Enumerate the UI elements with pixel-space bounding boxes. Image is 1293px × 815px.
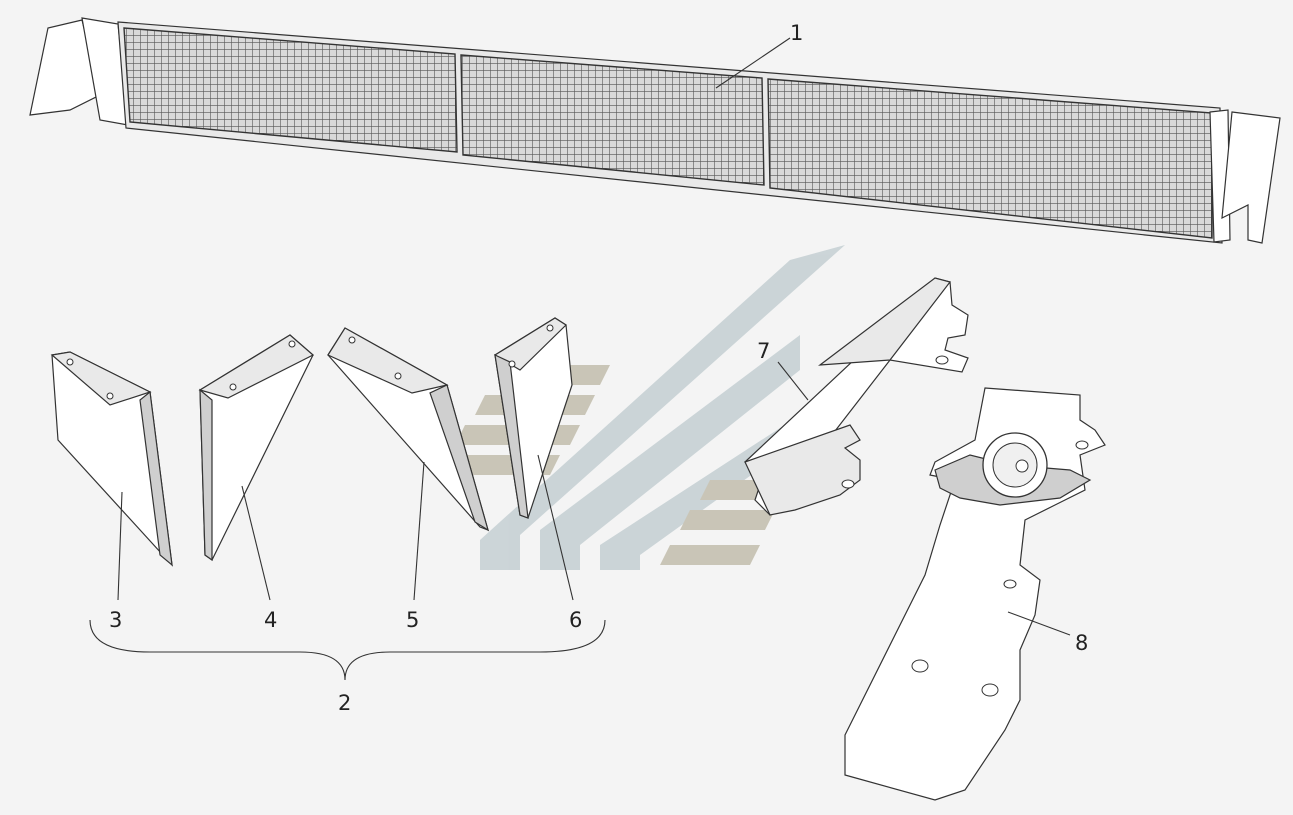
leader-6 [537, 454, 574, 601]
leader-1 [715, 37, 791, 89]
leader-4 [241, 485, 271, 601]
part-1-mesh-guard [29, 17, 1281, 244]
part-7-bracket [744, 277, 969, 516]
part-4-deflector [198, 334, 315, 562]
part-5-deflector [327, 327, 489, 532]
leader-8 [1007, 611, 1071, 636]
callout-7: 7 [757, 339, 770, 363]
callout-1: 1 [790, 21, 803, 45]
leader-lines [89, 37, 1071, 681]
leader-3 [117, 491, 123, 601]
callout-6: 6 [569, 608, 582, 632]
callout-3: 3 [109, 608, 122, 632]
leader-5 [413, 461, 425, 601]
group-brace [89, 619, 606, 681]
callout-5: 5 [406, 608, 419, 632]
callout-2: 2 [338, 691, 351, 715]
callout-4: 4 [264, 608, 277, 632]
part-3-deflector [50, 351, 173, 567]
watermark-logo [435, 245, 845, 570]
part-8-plate-with-sprocket [844, 387, 1106, 801]
part-6-deflector [493, 317, 573, 519]
callout-8: 8 [1075, 631, 1088, 655]
leader-7 [777, 361, 809, 401]
